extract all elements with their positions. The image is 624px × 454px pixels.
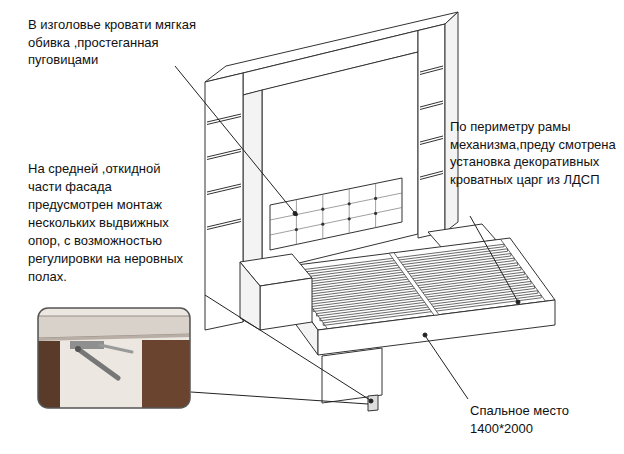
bed-slats (283, 239, 546, 329)
shelves (207, 219, 241, 230)
headboard (270, 178, 402, 250)
inset-photo (38, 334, 190, 341)
inset-photo (38, 308, 190, 408)
inset-photo (38, 308, 192, 411)
side-box (240, 254, 312, 330)
inset-photo (38, 341, 60, 408)
headboard (270, 178, 402, 250)
headboard (348, 202, 351, 205)
leader-line (426, 337, 468, 399)
shelves (207, 114, 241, 125)
bed-slats (283, 239, 546, 329)
wardrobe (418, 24, 445, 238)
bed-frame (273, 238, 555, 411)
headboard (348, 217, 351, 220)
headboard (321, 223, 324, 226)
wardrobe (262, 52, 418, 272)
shelves (207, 149, 241, 160)
leader-line (369, 399, 373, 403)
headboard (295, 197, 377, 231)
note-text: На средней ,откидной части фасада предус… (28, 160, 196, 286)
headboard (374, 197, 377, 200)
leader-line (470, 216, 517, 300)
leader-line (293, 212, 297, 216)
headboard (295, 228, 298, 231)
bed-frame (368, 395, 378, 411)
inset-photo (78, 349, 118, 378)
leader-line (516, 300, 520, 304)
leader-line (423, 333, 427, 337)
shelves (420, 171, 443, 180)
headboard (270, 183, 402, 244)
leader-line (175, 66, 294, 212)
shelves (420, 101, 443, 110)
shelves (420, 66, 443, 75)
headboard (321, 208, 324, 211)
note-text: Спальное место 1400*2000 (470, 402, 600, 438)
leader-line (175, 66, 520, 404)
shelves (207, 184, 241, 195)
note-text: В изголовье кровати мягкая обивка ,прост… (28, 16, 228, 69)
inset-photo (38, 308, 190, 408)
leader-line (205, 295, 370, 400)
wardrobe (205, 73, 243, 330)
note-text: По периметру рамы механизма,преду смотре… (450, 118, 618, 188)
shelves (420, 136, 443, 145)
side-box (260, 278, 312, 330)
inset-photo (142, 340, 190, 408)
leader-line (191, 392, 368, 404)
inset-photo (100, 345, 132, 352)
bed-slats (389, 253, 439, 316)
side-box (240, 262, 260, 330)
inset-photo (75, 346, 81, 352)
headboard (374, 212, 377, 215)
